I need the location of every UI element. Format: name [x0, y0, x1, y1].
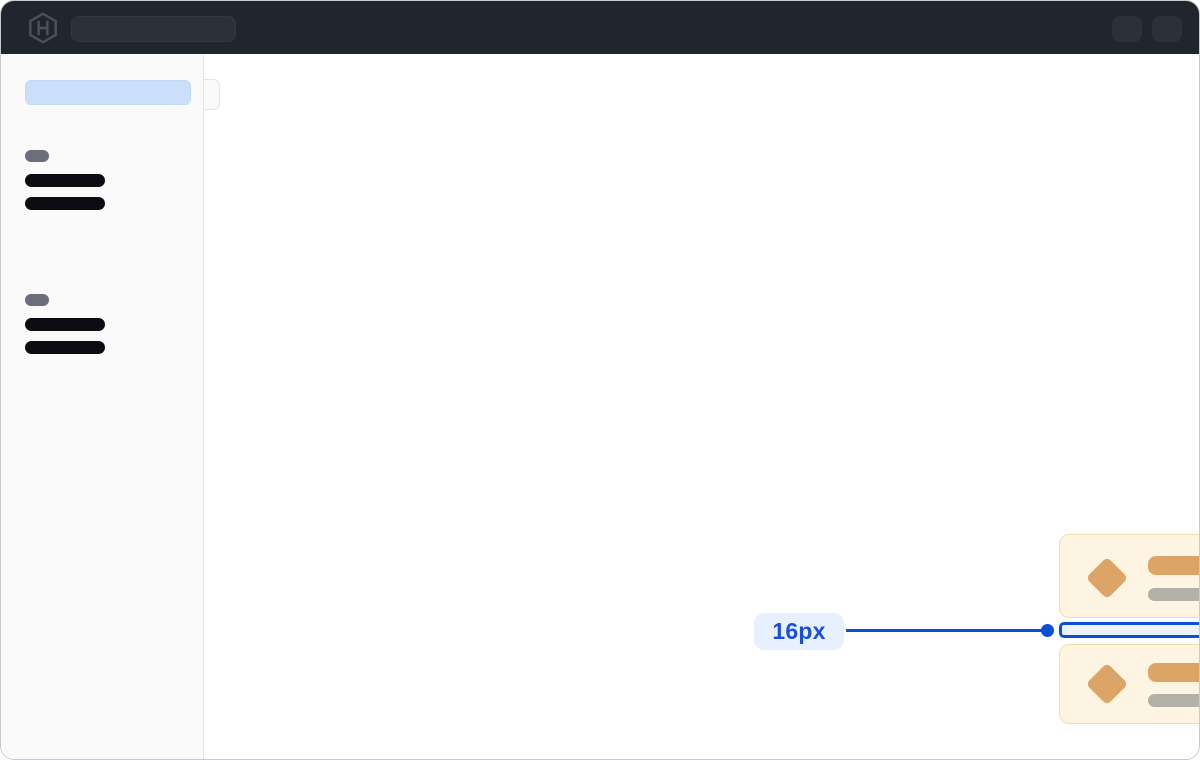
list-item-card[interactable]: [1059, 644, 1199, 724]
sidebar-nav-group-1: [25, 150, 105, 220]
main-content: 16px: [205, 54, 1199, 759]
topbar-action-skeleton-1[interactable]: [1112, 16, 1142, 42]
card-title-skeleton: [1148, 663, 1199, 682]
sidebar: [1, 54, 204, 759]
topbar: [1, 1, 1199, 54]
sidebar-collapse-handle[interactable]: [204, 79, 220, 110]
sidebar-selected-item-skeleton[interactable]: [25, 80, 191, 105]
measurement-line: [846, 629, 1044, 632]
nav-item-skeleton[interactable]: [25, 197, 105, 210]
nav-item-skeleton[interactable]: [25, 341, 105, 354]
sidebar-nav-group-2: [25, 294, 105, 364]
spacing-annotation-scene: 16px: [205, 54, 1199, 759]
topbar-action-skeleton-2[interactable]: [1152, 16, 1182, 42]
spacing-gap-highlight: [1059, 622, 1199, 638]
spacing-value-label: 16px: [754, 613, 844, 650]
hashicorp-logo-icon[interactable]: [27, 12, 59, 44]
list-item-card[interactable]: [1059, 534, 1199, 618]
topbar-actions: [1112, 16, 1182, 42]
global-search-skeleton[interactable]: [71, 16, 236, 42]
group-label-skeleton: [25, 294, 49, 306]
diamond-icon: [1085, 556, 1129, 600]
window-body: 16px: [1, 54, 1199, 759]
card-subtitle-skeleton: [1148, 694, 1199, 707]
diamond-icon: [1085, 662, 1129, 706]
card-title-skeleton: [1148, 556, 1199, 575]
group-label-skeleton: [25, 150, 49, 162]
card-subtitle-skeleton: [1148, 588, 1199, 601]
measurement-dot: [1041, 623, 1054, 637]
nav-item-skeleton[interactable]: [25, 318, 105, 331]
nav-item-skeleton[interactable]: [25, 174, 105, 187]
